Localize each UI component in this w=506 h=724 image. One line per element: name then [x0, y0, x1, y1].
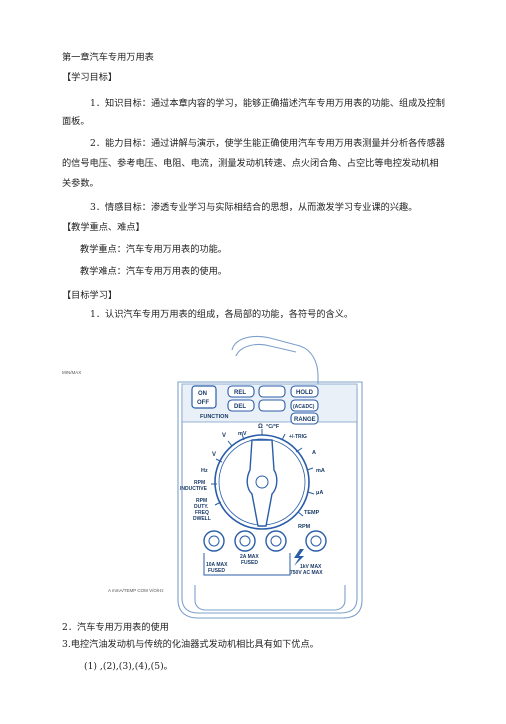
button-panel: ON OFF REL HOLD DEL (AC&DC) RANGE FUNCTI… — [181, 383, 358, 430]
dial-rpm-duty-l4: DWELL — [193, 516, 211, 522]
jack-10a-label-l2: FUSED — [208, 568, 225, 574]
acdc-label: (AC&DC) — [293, 404, 315, 410]
study-item-1: 1．认识汽车专用万用表的组成，各局部的功能，各符号的含义。 — [90, 309, 354, 320]
jack-2a[interactable] — [234, 530, 256, 552]
rel-button[interactable] — [227, 385, 255, 398]
jack-v[interactable] — [305, 530, 327, 552]
function-label: FUNCTION — [200, 414, 228, 420]
dial-ohm: Ω — [258, 424, 263, 430]
goal-2-line-1: 2．能力目标：通过讲解与演示，使学生能正确使用汽车专用万用表测量并分析各传感器 — [90, 138, 445, 149]
off-label: OFF — [197, 400, 209, 406]
section-learning-goals: 【学习目标】 — [62, 72, 118, 83]
jack-2a-label: 2A MAX FUSED — [240, 554, 260, 566]
jack-com[interactable] — [265, 530, 287, 552]
dial-rpm-inductive: RPM INDUCTIVE — [180, 480, 208, 492]
jack-v-label-l2: 750V AC MAX — [290, 570, 323, 576]
goal-2-line-2: 的信号电压、参考电压、电阻、电流，测量发动机转速、点火闭合角、占空比等电控发动机… — [62, 158, 439, 169]
goal-1-line-1: 1．知识目标：通过本章内容的学习，能够正确描述汽车专用万用表的功能、组成及控制 — [90, 98, 445, 109]
dial-rpm-inductive-l2: INDUCTIVE — [180, 486, 208, 492]
figure-label-bottom: A mmA/TEMP COM V/O/Hz — [108, 588, 164, 593]
dial-rpm: RPM — [298, 524, 311, 530]
dial-ua: μA — [316, 490, 323, 496]
on-off-button[interactable] — [191, 385, 217, 409]
dial-mv: mV — [238, 431, 247, 437]
key-point: 教学重点：汽车专用万用表的功能。 — [80, 244, 227, 255]
jack-2a-label-l2: FUSED — [241, 560, 258, 566]
goal-1-line-2: 面板。 — [62, 116, 90, 127]
blank-button-1[interactable] — [258, 385, 286, 398]
dial-rpm-duty: RPM DUTY. FREQ DWELL — [193, 498, 211, 522]
jack-v-label: 1kV MAX 750V AC MAX — [290, 564, 323, 576]
dial-a: A — [312, 450, 316, 456]
jack-10a-label-l1: 10A MAX — [206, 562, 228, 568]
dial-hz: Hz — [201, 468, 208, 474]
jack-v-label-l1: 1kV MAX — [300, 564, 322, 570]
goal-2-line-3: 关参数。 — [62, 178, 99, 189]
rel-label: REL — [234, 390, 246, 396]
jack-10a-label: 10A MAX FUSED — [206, 562, 229, 574]
range-label: RANGE — [294, 417, 316, 423]
chapter-title: 第一章汽车专用万用表 — [62, 52, 154, 63]
hold-button[interactable] — [290, 385, 319, 398]
jack-2a-label-l1: 2A MAX — [240, 554, 259, 560]
high-voltage-icon — [294, 549, 304, 566]
dial-temp: TEMP — [304, 510, 320, 516]
dial-v-dc: V — [222, 433, 226, 439]
study-item-4: (1) ,(2),(3),(4),(5)。 — [84, 661, 173, 672]
dial-ticks — [211, 429, 315, 517]
meter-body — [177, 335, 363, 619]
dial-knob[interactable] — [246, 439, 278, 527]
goal-3: 3．情感目标：渗透专业学习与实际相结合的思想，从而激发学习专业课的兴趣。 — [90, 202, 418, 213]
jack-10a[interactable] — [203, 530, 225, 552]
dial-rpm-duty-l3: FREQ — [195, 510, 209, 516]
section-key-points: 【教学重点、难点】 — [62, 222, 145, 233]
dial-rpm-inductive-l1: RPM — [194, 480, 205, 486]
del-label: DEL — [234, 404, 246, 410]
hold-label: HOLD — [296, 390, 314, 396]
dial-rpm-duty-l2: DUTY. — [194, 504, 209, 510]
dial-trig: +/-TRIG — [289, 434, 307, 440]
study-item-2: 2．汽车专用万用表的使用 — [62, 622, 169, 633]
figure-label-minmax: MIN/MAX — [62, 370, 82, 375]
section-target-study: 【目标学习】 — [62, 290, 118, 301]
del-button[interactable] — [227, 399, 255, 412]
study-item-3: 3.电控汽油发动机与传统的化油器式发动机相比具有如下优点。 — [62, 639, 319, 650]
dial-v-ac: V — [212, 452, 216, 458]
dial-rpm-duty-l1: RPM — [196, 498, 207, 504]
blank-button-2[interactable] — [258, 399, 286, 412]
acdc-button[interactable] — [290, 399, 319, 412]
range-button[interactable] — [290, 412, 319, 425]
on-label: ON — [198, 391, 207, 397]
dial-ma: mA — [316, 468, 325, 474]
hard-point: 教学难点：汽车专用万用表的使用。 — [80, 266, 227, 277]
input-jacks: 10A MAX FUSED 2A MAX FUSED 1kV MAX 750V … — [203, 530, 327, 576]
rotary-dial[interactable]: mV Ω +/-TRIG V V A mA μA Hz RPM INDUCTIV… — [180, 424, 325, 530]
temp-unit-label: °C/°F — [266, 424, 280, 430]
